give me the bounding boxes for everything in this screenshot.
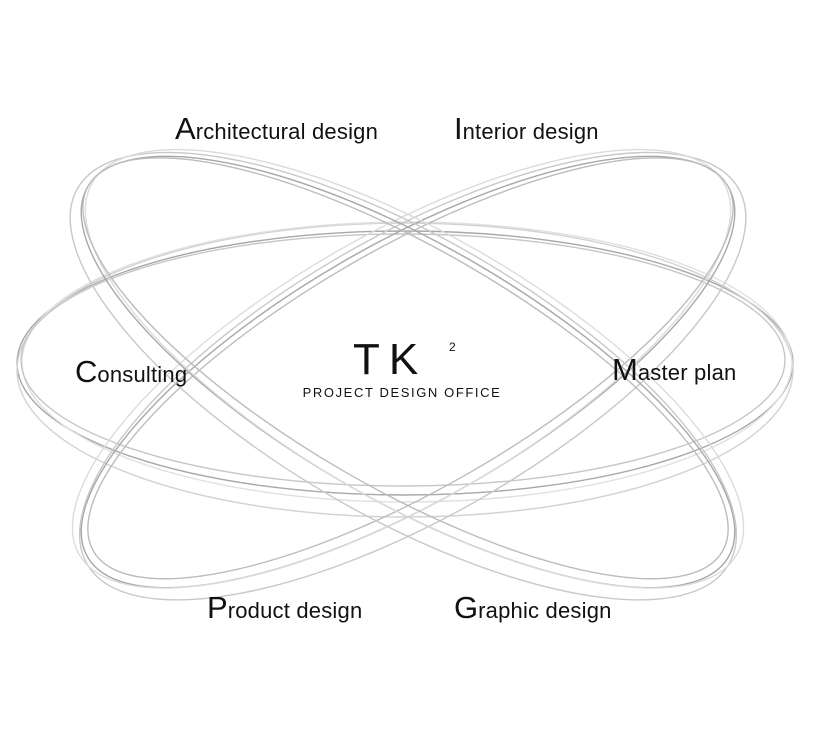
orbit-ring-a4 [87, 157, 734, 580]
label-initial: A [175, 111, 196, 146]
logo-superscript: 2 [449, 340, 456, 354]
label-text: aster plan [637, 360, 737, 385]
label-text: rchitectural design [195, 119, 379, 144]
label-text: roduct design [227, 598, 363, 623]
label-architectural-design: Architectural design [175, 113, 378, 144]
label-master-plan: Master plan [612, 354, 736, 385]
label-initial: I [454, 111, 463, 146]
label-text: nterior design [462, 119, 599, 144]
orbit-group-diagonal-a [71, 148, 747, 601]
label-initial: P [207, 590, 228, 625]
orbit-group-horizontal [16, 221, 794, 518]
logo-mark: TK [353, 335, 428, 384]
orbit-ring-b3 [84, 148, 745, 589]
label-initial: M [612, 352, 638, 387]
label-initial: G [454, 590, 479, 625]
label-text: raphic design [478, 598, 612, 623]
label-initial: C [75, 354, 98, 389]
orbit-ring-h2 [16, 222, 794, 518]
label-graphic-design: Graphic design [454, 592, 612, 623]
orbit-ring-h3 [21, 221, 793, 503]
label-consulting: Consulting [75, 356, 187, 387]
orbit-ring-a3 [71, 148, 732, 589]
label-interior-design: Interior design [454, 113, 599, 144]
orbit-ring-h4 [20, 233, 786, 487]
orbit-group-diagonal-b [69, 148, 745, 601]
logo-tagline: PROJECT DESIGN OFFICE [302, 385, 502, 400]
label-text: onsulting [97, 362, 188, 387]
label-product-design: Product design [207, 592, 362, 623]
orbit-ring-b4 [82, 157, 729, 580]
